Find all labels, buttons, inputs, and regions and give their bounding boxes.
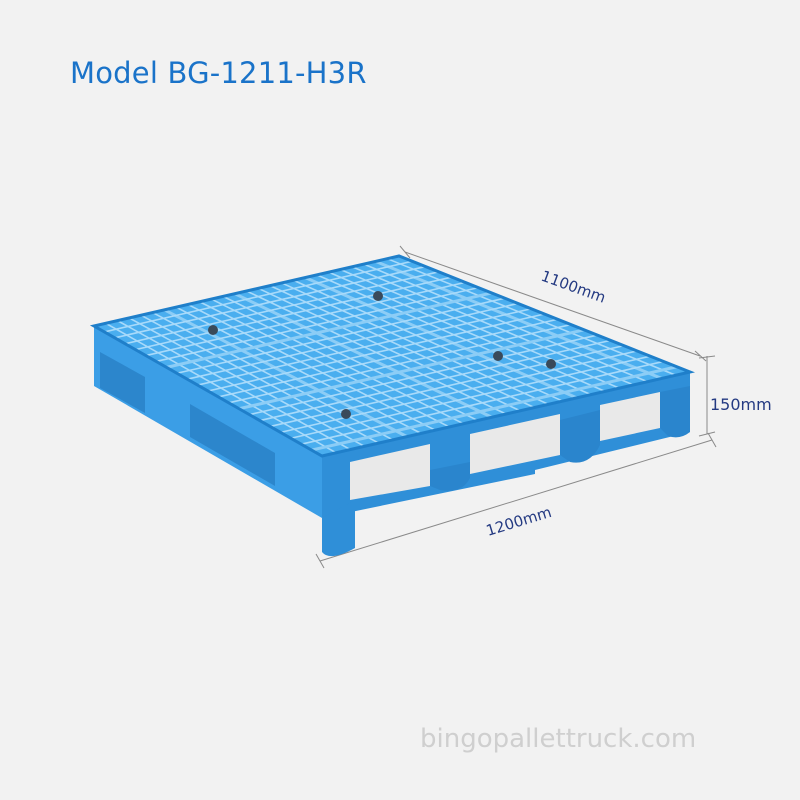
deck-grid-rib (270, 344, 625, 428)
fork-entry-side-3 (600, 392, 660, 441)
height-dimension-label: 150mm (710, 395, 772, 414)
support-pad (493, 351, 503, 361)
fork-entry-left (100, 352, 145, 413)
deck-grid-rib (301, 360, 664, 445)
fork-entry-side-1 (350, 444, 430, 500)
deck-grid-rib (218, 318, 558, 398)
deck-grid-rib (238, 328, 585, 411)
support-pad (341, 409, 351, 419)
runner-far (660, 386, 690, 438)
support-pad (373, 291, 383, 301)
deck-grid-rib (145, 281, 466, 357)
deck-grid-rib (228, 323, 572, 404)
deck-grid-rib (187, 302, 519, 380)
width-dimension-label: 1100mm (539, 267, 608, 307)
fork-entry-right (190, 404, 275, 486)
dimension-line-length (315, 432, 717, 569)
model-title: Model BG-1211-H3R (70, 56, 367, 90)
deck-grid-rib (249, 334, 598, 416)
dimension-line-width (399, 245, 707, 362)
deck-grid-rib (166, 291, 492, 369)
deck-grid-rib (114, 265, 426, 339)
support-pad (546, 359, 556, 369)
length-dimension-label: 1200mm (484, 503, 554, 540)
runner-back (560, 410, 600, 463)
runner-front (322, 500, 355, 557)
watermark: bingopallettruck.com (420, 724, 697, 754)
deck-grid-rib (259, 339, 611, 422)
deck-grid (104, 257, 678, 454)
deck-grid-rib (176, 297, 505, 375)
support-pad (208, 325, 218, 335)
deck-grid-rib (124, 271, 439, 345)
deck-grid-rib (311, 365, 678, 452)
dimension-line-height (698, 355, 716, 437)
deck-grid-rib (104, 260, 413, 333)
fork-entry-side-2 (470, 414, 560, 474)
deck-grid-rib (280, 350, 638, 434)
deck-grid-rib (207, 313, 545, 392)
deck-grid-rib (156, 286, 479, 363)
deck-grid-rib (197, 307, 532, 386)
deck-grid-rib (290, 355, 651, 440)
deck-grid-rib (135, 276, 453, 351)
runner-middle (430, 462, 470, 491)
